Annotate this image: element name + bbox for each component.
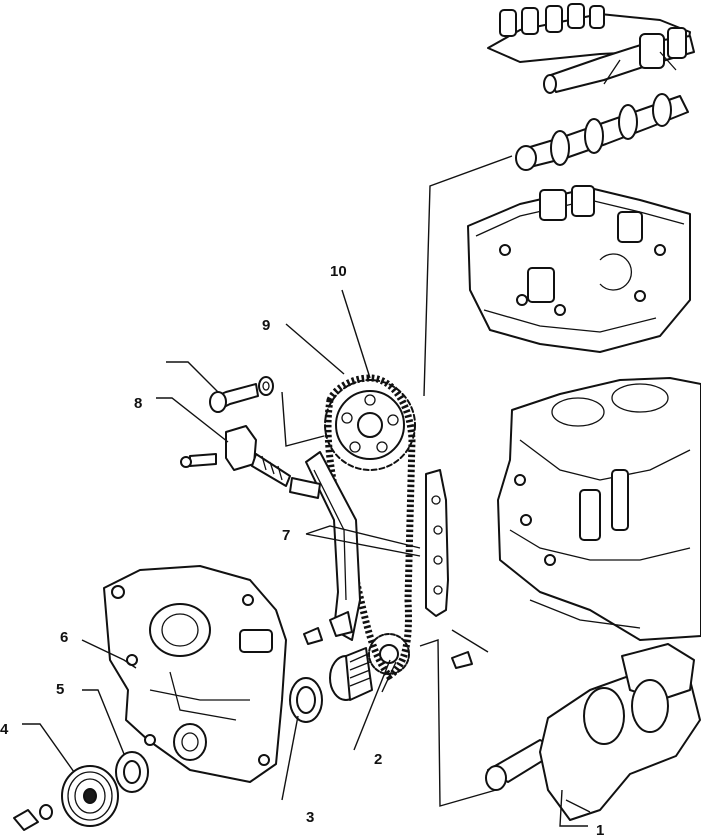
chain-tensioner: [180, 425, 321, 499]
callout-leaders: [22, 289, 588, 827]
guide-bolts: [303, 611, 473, 669]
callout-5: 5: [56, 681, 64, 698]
crankshaft-spacer: [329, 647, 373, 701]
rocker-arm-assembly: [487, 3, 695, 94]
crankshaft: [485, 643, 701, 821]
chain-guide-right: [425, 469, 449, 617]
crankshaft-pulley: [61, 765, 119, 827]
callout-6: 6: [60, 629, 68, 646]
cylinder-head: [467, 185, 691, 353]
callout-4: 4: [0, 721, 9, 738]
callout-7: 7: [282, 527, 290, 544]
cylinder-block: [497, 377, 701, 641]
oil-seal-ring: [289, 677, 323, 723]
camshaft-sprocket: [324, 379, 416, 471]
assembly-lines: [281, 155, 513, 807]
callout-9: 9: [262, 317, 270, 334]
callout-10: 10: [330, 263, 347, 280]
pulley-bolt: [13, 804, 53, 831]
tensioner-bolt: [209, 376, 274, 413]
callout-3: 3: [306, 809, 314, 826]
callout-labels: 1 2 3 4 5 6 7 8 9 10: [0, 263, 604, 837]
front-oil-seal: [115, 751, 149, 793]
timing-chain-cover: [103, 565, 287, 783]
callout-1: 1: [596, 822, 604, 837]
timing-chain: [324, 374, 416, 681]
callout-2: 2: [374, 751, 382, 768]
chain-guide-left: [305, 451, 361, 641]
camshaft: [515, 93, 689, 171]
callout-8: 8: [134, 395, 142, 412]
